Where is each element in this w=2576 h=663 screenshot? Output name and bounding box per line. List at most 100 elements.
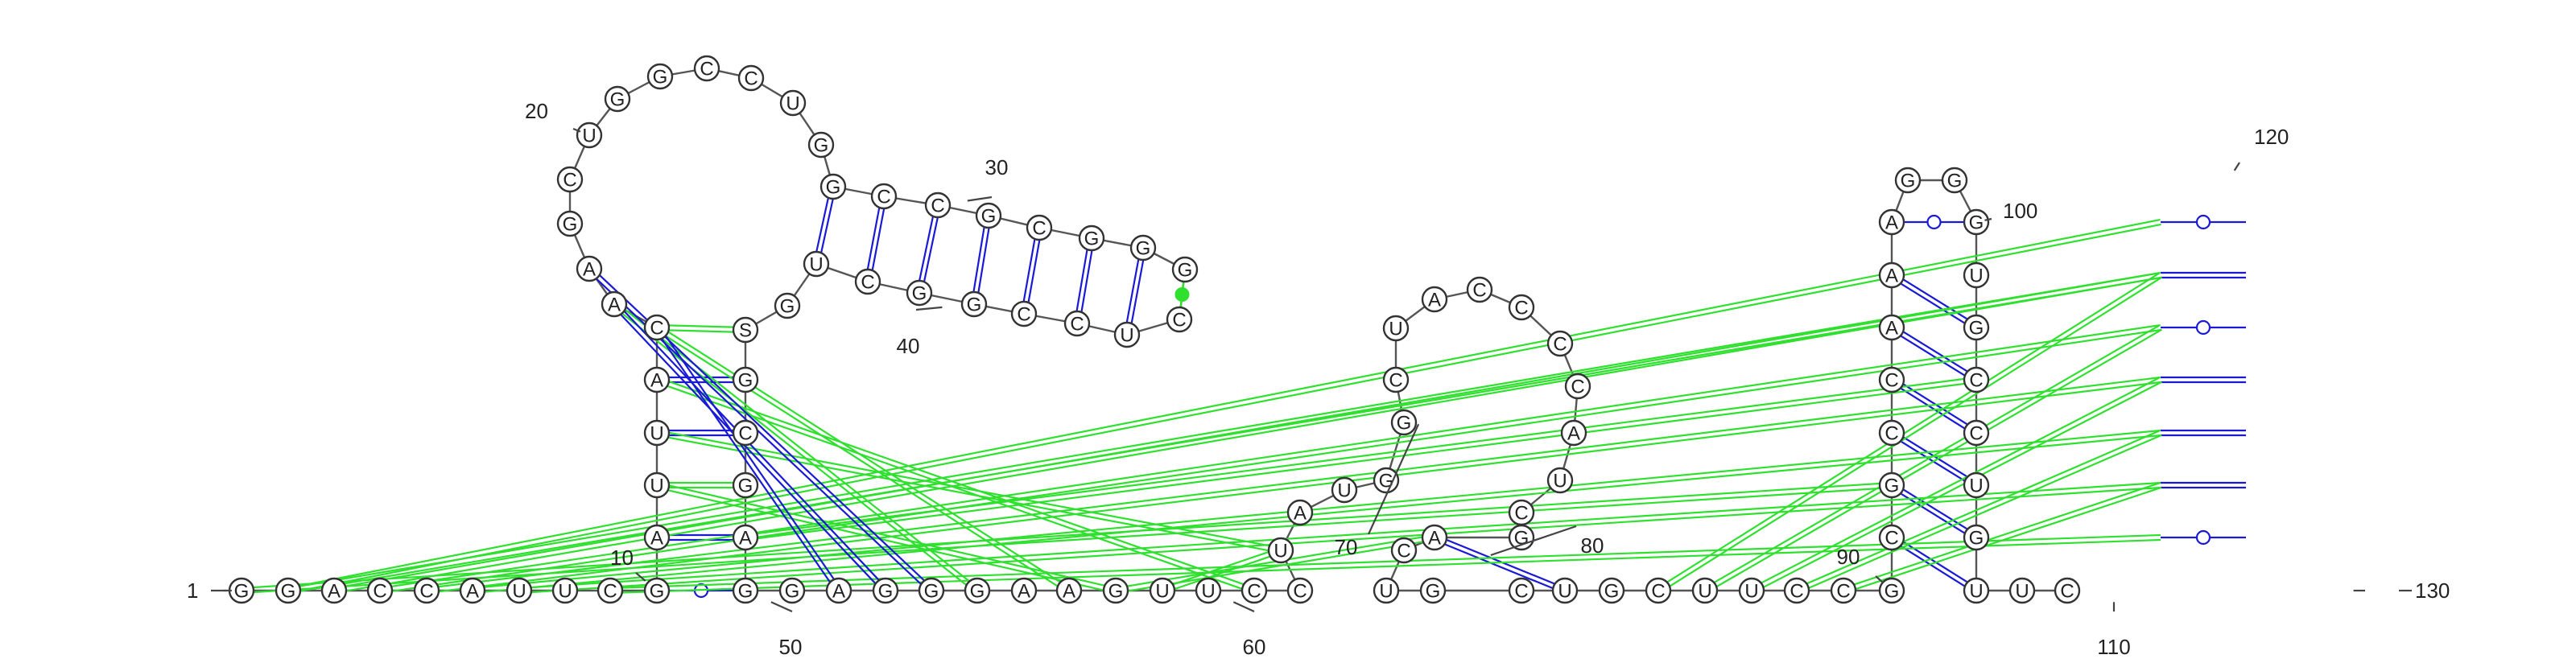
nucleotide: A [576,255,603,282]
nucleotide-letter: U [1379,581,1393,603]
nucleotide-letter: C [1790,581,1803,603]
nucleotide-letter: G [738,370,753,392]
nucleotide-circle [2054,577,2081,604]
nucleotide-circle [1963,577,1990,604]
base-pair-line [1893,324,1979,379]
numbering-tick [635,572,646,582]
nucleotide-letter: U [1698,581,1711,603]
nucleotide: C [854,268,881,295]
nucleotide-circle [1783,577,1810,604]
nucleotide-letter: C [419,581,433,603]
numbering-tick [572,127,581,133]
nucleotide: U [1551,577,1579,604]
numbering-tick [967,196,993,202]
nucleotide: G [1878,577,1905,604]
nucleotide: A [825,577,852,604]
nucleotide-letter: A [583,259,596,281]
nucleotide-letter: C [1969,423,1983,445]
nucleotide-letter: A [1018,581,1030,603]
nucleotide: G [872,577,899,604]
nucleotide: C [1382,366,1410,393]
nucleotide-circle [643,577,671,604]
base-pair-layer [241,186,2246,599]
nucleotide: C [1963,366,1990,393]
nucleotide-circle [1963,314,1990,341]
nucleotide: U [1382,315,1410,342]
nucleotide-circle [779,89,807,117]
nucleotide-circle [1382,366,1410,393]
nucleotide-letter: U [1969,476,1983,497]
nucleotide-circle [918,577,945,604]
nucleotide-letter: G [1969,528,1984,550]
nucleotide: A [320,577,348,604]
nucleotide-circle [1551,577,1579,604]
nucleotide-circle [924,191,952,219]
nucleotide: U [1149,577,1176,604]
base-pair-line [869,196,888,282]
residue-number: 110 [2097,635,2130,659]
nucleotide-circle [1171,256,1199,283]
nucleotide-circle [803,250,830,278]
nucleotide-letter: A [1063,581,1075,603]
base-pair-line [287,218,2161,590]
nucleotide: C [1963,419,1990,447]
nucleotide: A [732,524,759,551]
base-pair-line [657,429,1282,550]
nucleotide-letter: G [1084,229,1100,250]
nucleotide: G [975,202,1002,229]
nucleotide: G [1129,234,1157,261]
nucleotide: C [2054,577,2081,604]
nucleotide: C [1026,214,1053,241]
nucleotide-letter: A [466,581,479,603]
nucleotide-circle [601,290,628,318]
nucleotide-circle [1286,499,1314,526]
nucleotide-circle [1878,261,1905,289]
nucleotide-letter: G [610,89,625,111]
nucleotide: G [1598,577,1625,604]
nucleotide-circle [1645,577,1672,604]
nucleotide-letter: G [1136,238,1151,260]
nucleotide-letter: C [1651,581,1665,603]
nucleotide: C [1645,577,1672,604]
base-pair-line [817,187,837,265]
nucleotide: C [1508,499,1535,526]
nucleotide-letter: C [603,581,617,603]
nucleotide: C [1286,577,1314,604]
nucleotide: U [643,419,671,447]
nucleotide-letter: U [786,93,799,115]
nucleotide-circle [643,314,671,341]
nucleotide: C [870,183,898,210]
nucleotide: C [1878,419,1905,447]
nucleotide: G [732,472,759,499]
nucleotide: G [1963,524,1990,551]
nucleotide: C [1466,276,1493,303]
nucleotide: C [1508,577,1535,604]
nucleotide-letter: A [1885,212,1898,234]
nucleotide-letter: G [981,206,997,228]
nucleotide: U [576,121,603,149]
nucleotide: C [1878,366,1905,393]
nucleotide: U [1267,537,1294,564]
nucleotide: G [1390,409,1418,436]
nucleotide: C [1063,310,1091,337]
nucleotide: U [1963,577,1990,604]
nucleotide-letter: G [826,177,841,199]
nucleotide-circle [1390,409,1418,436]
nucleotide-circle [1564,373,1591,400]
nucleotide: G [275,577,302,604]
nucleotide: A [643,366,671,393]
nucleotide: C [597,577,624,604]
nucleotide-letter: C [1032,218,1046,240]
nucleotide-letter: G [924,581,939,603]
nucleotide: U [643,472,671,499]
nucleotide-letter: C [861,272,874,294]
nucleotide-letter: G [653,67,668,89]
base-pair-line [587,270,931,593]
nucleotide-letter: G [738,476,753,497]
nucleotide-letter: U [650,476,663,497]
nucleotide: G [918,577,945,604]
numbering-tick [1984,217,1992,221]
nucleotide-circle [1878,419,1905,447]
nucleotide-circle [1421,524,1448,551]
nucleotide-circle [1063,310,1091,337]
